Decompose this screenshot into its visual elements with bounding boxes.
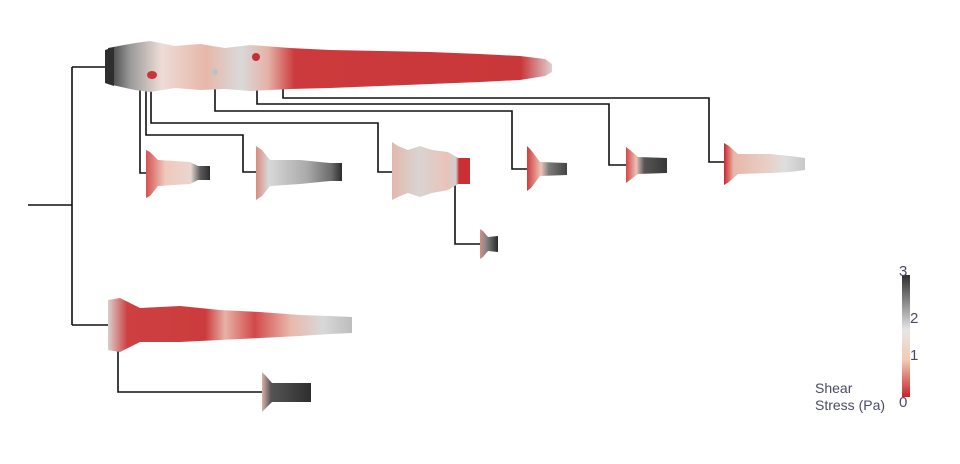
vessel-branch-2	[256, 146, 342, 200]
vessel-main-spot	[212, 69, 218, 75]
vessel-main	[105, 41, 552, 92]
vessel-branch-7	[480, 229, 498, 259]
vessel-branch-6-body	[724, 143, 805, 185]
vessel-branch-7-body	[480, 229, 498, 259]
vessel-main-spot	[147, 71, 157, 79]
colorbar-tick-0: 0	[899, 395, 907, 410]
vessel-branch-5	[626, 147, 667, 183]
vessel-branch-1-body	[146, 150, 210, 198]
connector-b2	[146, 87, 256, 172]
vessel-bottom-body	[108, 298, 352, 352]
vessel-branch-8	[262, 372, 311, 412]
connector-b3	[151, 87, 392, 172]
colorbar-tick-3: 3	[899, 264, 907, 279]
colorbar	[902, 275, 910, 397]
vessel-main-inlet	[105, 47, 114, 86]
colorbar-tick-2: 2	[910, 311, 918, 326]
colorbar-tick-1: 1	[910, 348, 918, 363]
vessel-bottom	[108, 298, 352, 352]
vessel-main-body	[108, 41, 552, 92]
vessel-branch-5-body	[626, 147, 667, 183]
vessel-branch-3	[392, 142, 470, 200]
connector-b7	[455, 185, 480, 244]
vessel-branch-4-body	[527, 146, 567, 191]
vessel-main-spot	[252, 53, 260, 61]
vessel-branch-1	[146, 150, 210, 198]
vessel-branch-4	[527, 146, 567, 191]
vessel-branch-6	[724, 143, 805, 185]
vessel-branch-3-body	[392, 142, 470, 200]
colorbar-title-line1: Shear	[815, 380, 885, 397]
vessel-branch-2-body	[256, 146, 342, 200]
colorbar-title-line2: Stress (Pa)	[815, 397, 885, 414]
vessel-branch-8-body	[262, 372, 311, 412]
colorbar-gradient	[902, 275, 910, 397]
colorbar-title: Shear Stress (Pa)	[815, 380, 885, 414]
connector-b8	[118, 340, 262, 392]
